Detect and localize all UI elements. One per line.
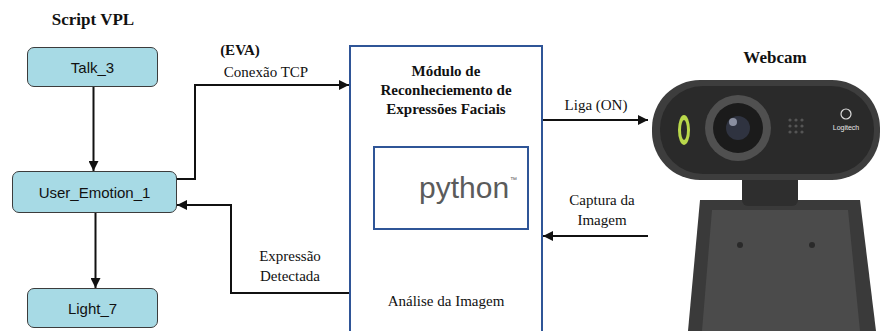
webcam-mic-dots: [788, 118, 803, 133]
webcam-led-inner: [681, 120, 687, 140]
module-body: Análise da Imagem: [351, 293, 541, 310]
mic-dot: [788, 118, 791, 121]
protocol-tag: (EVA): [208, 42, 272, 59]
group-heading: Script VPL: [28, 10, 158, 30]
edge-label: Expressão Detectada: [242, 246, 338, 286]
webcam-lens: [713, 103, 763, 153]
webcam-lens-glint: [729, 118, 737, 126]
logitech-mark: [841, 109, 851, 119]
connector-arrow: [177, 205, 349, 293]
mic-dot: [788, 124, 791, 127]
webcam-illustration: [652, 80, 880, 331]
vpl-block: User_Emotion_1: [12, 171, 177, 213]
trademark-sign: ™: [510, 176, 517, 183]
connector-arrow: [93, 87, 95, 171]
mic-dot: [788, 130, 791, 133]
webcam-led: [678, 115, 690, 145]
module-title: Módulo de Reconheciemento de Expressões …: [351, 47, 541, 119]
mic-dot: [794, 124, 797, 127]
webcam-face: [660, 86, 874, 174]
brand-text: Logitech: [826, 124, 866, 131]
webcam-lens-ring: [705, 95, 771, 161]
connector-arrow: [95, 213, 97, 288]
edge-label: Captura da Imagem: [550, 190, 654, 230]
vpl-block: Talk_3: [27, 47, 158, 87]
webcam-node: Webcam: [648, 40, 882, 331]
device-title: Webcam: [648, 40, 882, 68]
edge-label: Liga (ON): [556, 95, 636, 115]
mic-dot: [794, 118, 797, 121]
python-box: python™: [373, 146, 529, 230]
mic-dot: [800, 130, 803, 133]
webcam-clip: [688, 200, 876, 331]
webcam-clip-panel: [702, 210, 860, 331]
module-box: Módulo de Reconheciemento de Expressões …: [349, 45, 543, 331]
mic-dot: [794, 130, 797, 133]
python-wordmark: python: [419, 171, 509, 205]
webcam-clip-hole: [737, 242, 743, 248]
block-name: User_Emotion_1: [39, 184, 151, 201]
block-name: Light_7: [68, 300, 117, 317]
webcam-body: [652, 80, 880, 180]
mic-dot: [800, 118, 803, 121]
connector-arrow: [177, 85, 349, 179]
block-name: Talk_3: [71, 59, 114, 76]
connector-arrow: [543, 119, 648, 121]
connector-arrow: [543, 235, 648, 237]
webcam-lens-glass: [726, 116, 750, 140]
vpl-block: Light_7: [27, 288, 158, 328]
edge-label: Conexão TCP: [214, 62, 318, 82]
webcam-clip-hole: [809, 242, 815, 248]
mic-dot: [800, 124, 803, 127]
